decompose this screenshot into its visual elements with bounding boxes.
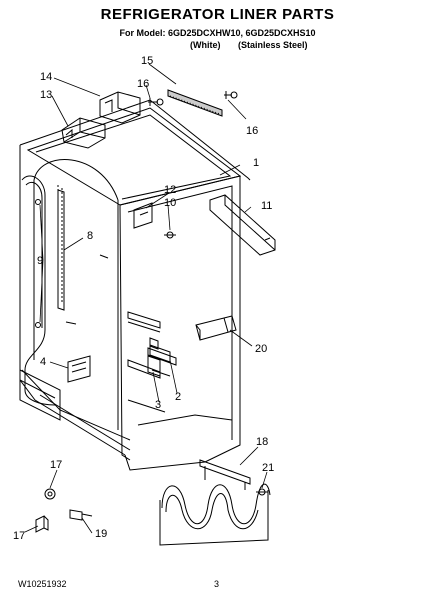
screw-21 xyxy=(256,488,268,496)
callout-1: 1 xyxy=(253,157,260,169)
control-housing-14 xyxy=(99,91,141,124)
callout-18: 18 xyxy=(256,436,269,448)
variant-stainless: (Stainless Steel) xyxy=(238,40,308,50)
fitting-19 xyxy=(69,509,93,521)
slide-2 xyxy=(147,337,177,366)
callout-12: 12 xyxy=(164,184,177,196)
callout-8: 8 xyxy=(87,230,94,242)
callout-13: 13 xyxy=(40,89,53,101)
model-line: For Model: 6GD25DCXHW10, 6GD25DCXHS10 xyxy=(119,28,316,38)
callout-16-right: 16 xyxy=(246,125,259,137)
control-housing-13 xyxy=(61,117,106,149)
bracket-20 xyxy=(195,315,237,341)
shelf-rail-8 xyxy=(57,189,65,311)
page-number: 3 xyxy=(214,579,220,589)
page-title: REFRIGERATOR LINER PARTS xyxy=(100,6,335,23)
callout-17-bottom: 17 xyxy=(13,530,26,542)
callout-20: 20 xyxy=(255,343,268,355)
callout-3: 3 xyxy=(155,399,162,411)
screw-16 xyxy=(148,91,238,106)
callout-9: 9 xyxy=(37,255,44,267)
callout-14: 14 xyxy=(40,71,53,83)
callout-17-top: 17 xyxy=(50,459,63,471)
callout-16-top: 16 xyxy=(137,78,150,90)
variant-white: (White) xyxy=(190,40,221,50)
callout-10: 10 xyxy=(164,197,177,209)
callout-2: 2 xyxy=(175,391,182,403)
screw-9 xyxy=(35,199,109,328)
callout-15: 15 xyxy=(141,55,154,67)
callout-11: 11 xyxy=(261,200,273,212)
slide-3 xyxy=(147,355,161,377)
leader-lines xyxy=(24,63,268,534)
callout-19: 19 xyxy=(95,528,108,540)
light-strip-15 xyxy=(167,89,223,117)
bracket-12 xyxy=(133,202,153,229)
callout-21: 21 xyxy=(262,462,275,474)
bracket-4 xyxy=(67,355,91,383)
fitting-17 xyxy=(35,488,56,533)
callout-4: 4 xyxy=(40,356,47,368)
evaporator-coil-18 xyxy=(159,459,271,546)
screw-10 xyxy=(164,231,176,239)
trim-11 xyxy=(209,194,276,256)
liner-cabinet xyxy=(19,99,251,471)
document-number: W10251932 xyxy=(18,579,67,589)
